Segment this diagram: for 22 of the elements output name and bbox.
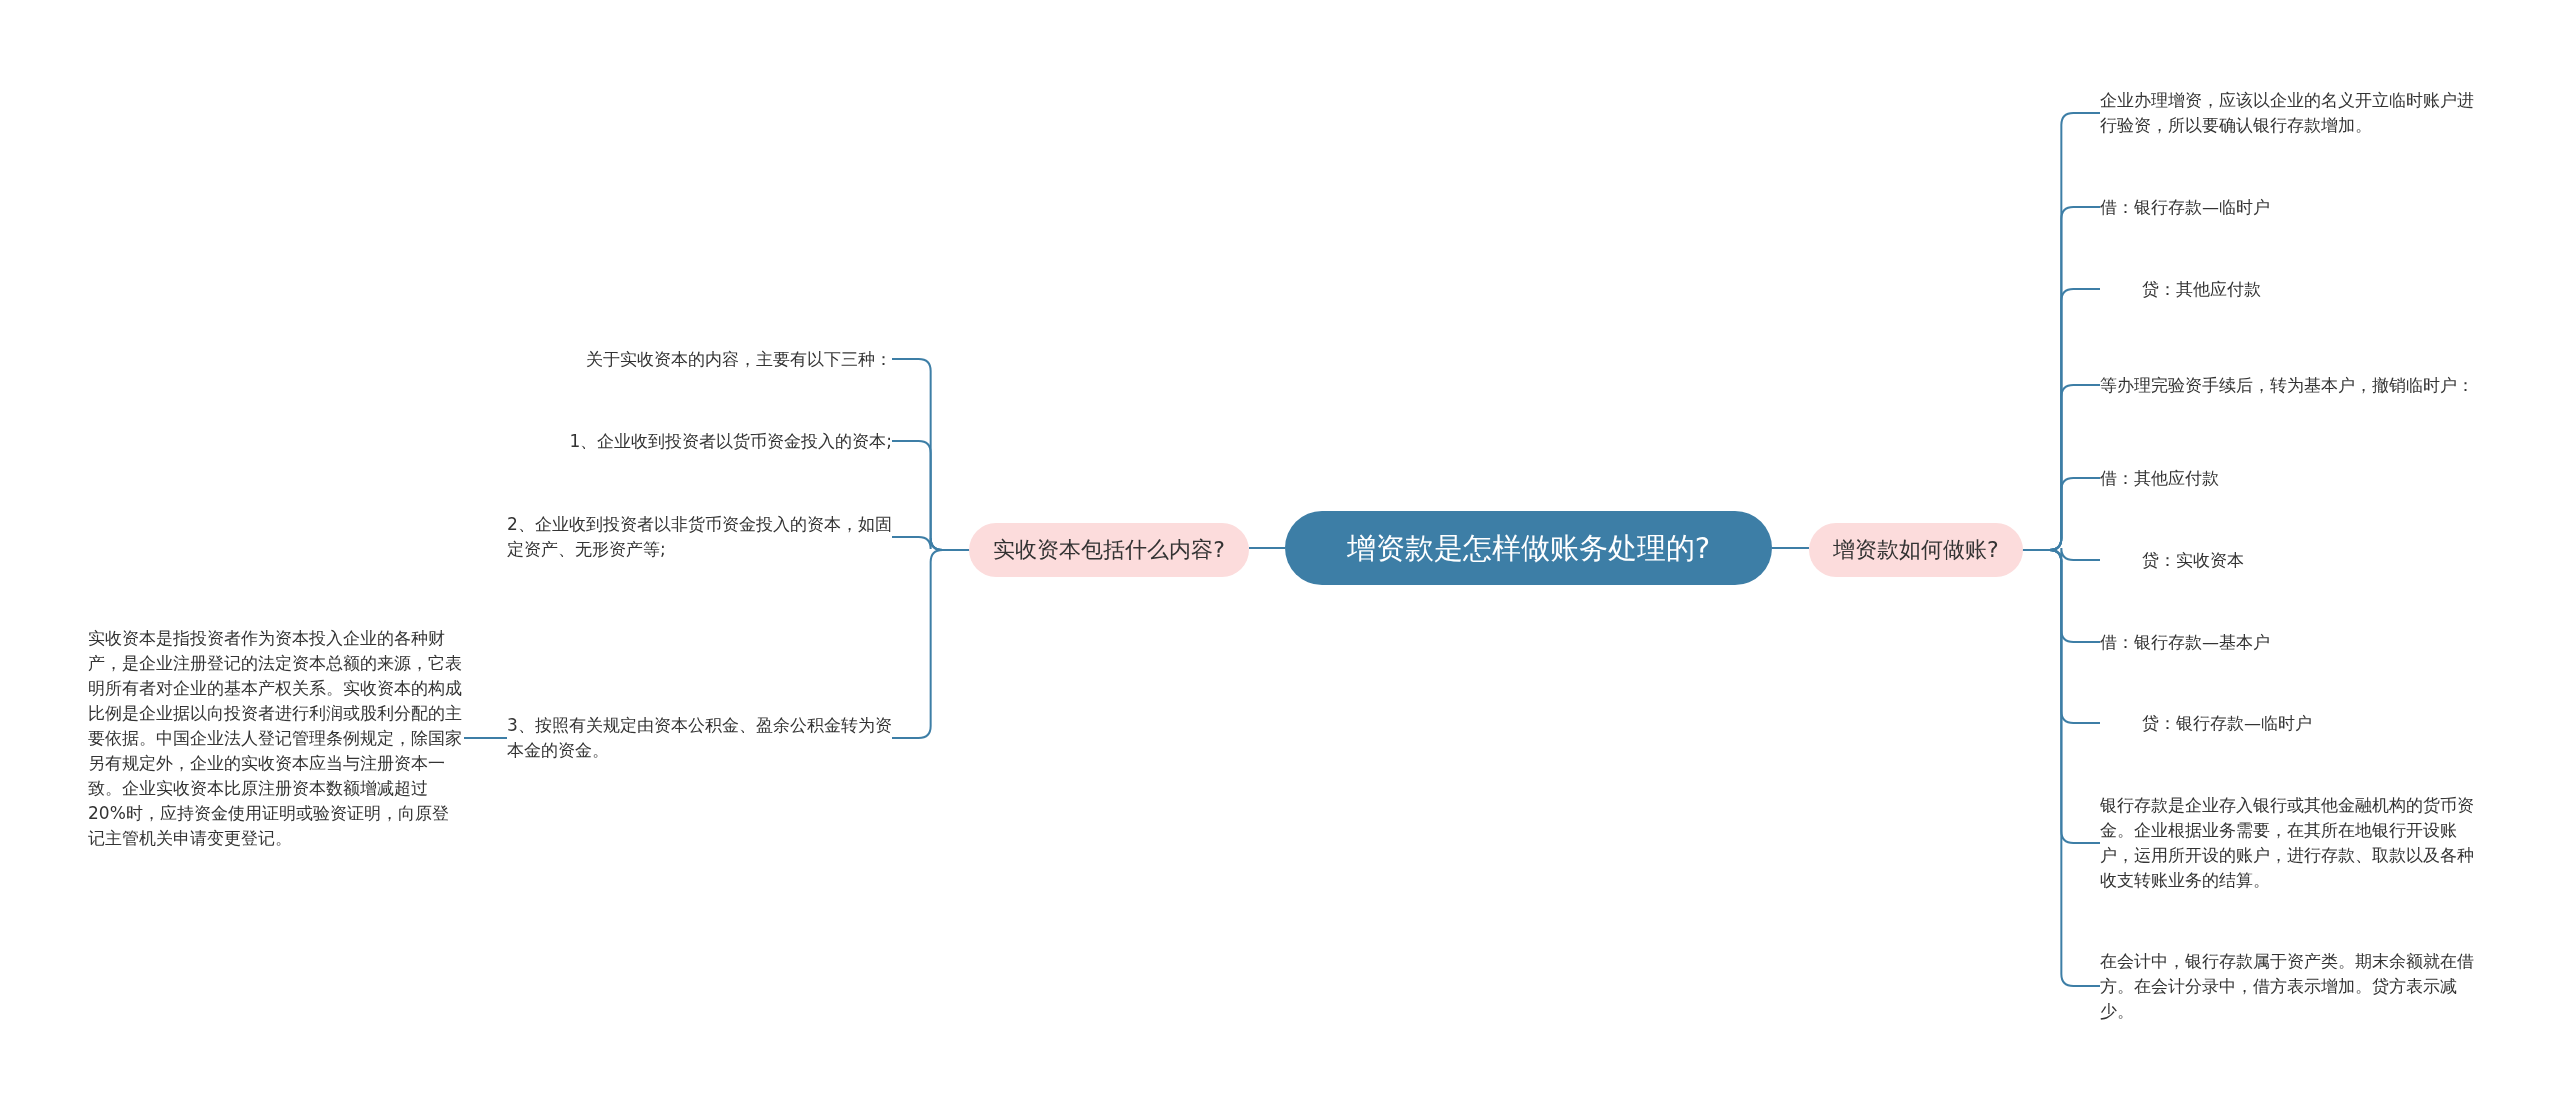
- connector-line: [891, 549, 971, 739]
- connector-line: [1771, 547, 1810, 549]
- note-text: 银行存款是企业存入银行或其他金融机构的货币资金。企业根据业务需要，在其所在地银行开设账户，运用所开设的账户，进行存款、取款以及各种收支转账业务的结算。: [2100, 791, 2485, 895]
- note-text: 企业办理增资，应该以企业的名义开立临时账户进行验资，所以要确认银行存款增加。: [2100, 86, 2485, 140]
- branch-topic: 实收资本包括什么内容?: [969, 523, 1249, 577]
- note-text: 2、企业收到投资者以非货币资金投入的资本，如固定资产、无形资产等;: [507, 510, 892, 564]
- connector-line: [463, 737, 508, 739]
- note-text: 借：其他应付款: [2100, 463, 2219, 493]
- note-text: 3、按照有关规定由资本公积金、盈余公积金转为资本金的资金。: [507, 711, 892, 765]
- central-topic: 增资款是怎样做账务处理的?: [1285, 511, 1772, 585]
- note-text: 贷：其他应付款: [2100, 274, 2261, 304]
- note-text: 实收资本是指投资者作为资本投入企业的各种财产，是企业注册登记的法定资本总额的来源，它表明所有者对企业的基本产权关系。实收资本的构成比例是企业据以向投资者进行利润或股利分配的主要依据。中国企业法人登记管理条例规定，除国家另有规定外，企业的实收资本应当与注册资本一致。企业实收资本比原注册资本数额增减超过20%时，应持资金使用证明或验资证明，向原登记主管机关申请变更登记。: [88, 623, 464, 853]
- note-text: 贷：银行存款—临时户: [2100, 708, 2312, 738]
- branch-topic: 增资款如何做账?: [1809, 523, 2023, 577]
- note-text: 1、企业收到投资者以货币资金投入的资本;: [569, 426, 892, 456]
- note-text: 贷：实收资本: [2100, 545, 2244, 575]
- note-text: 等办理完验资手续后，转为基本户，撤销临时户：: [2100, 370, 2474, 400]
- note-text: 借：银行存款—基本户: [2100, 627, 2270, 657]
- connector-line: [1248, 547, 1286, 549]
- note-text: 在会计中，银行存款属于资产类。期末余额就在借方。在会计分录中，借方表示增加。贷方表示减少。: [2100, 946, 2485, 1026]
- note-text: 关于实收资本的内容，主要有以下三种：: [586, 344, 892, 374]
- note-text: 借：银行存款—临时户: [2100, 192, 2270, 222]
